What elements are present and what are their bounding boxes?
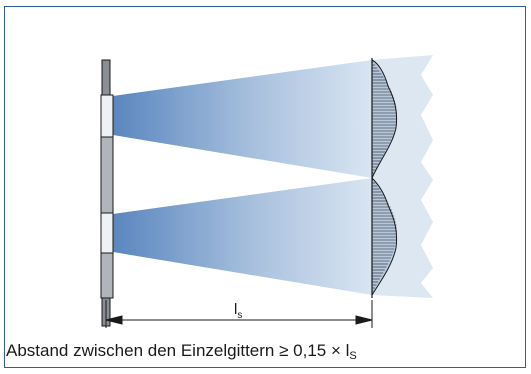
profile-hatching (372, 61, 397, 295)
caption-subscript: S (349, 350, 357, 362)
dimension-arrow-left (105, 315, 123, 325)
emitter-segment-3 (100, 212, 114, 254)
light-beam-upper (113, 60, 372, 178)
emitter-segment-2 (100, 136, 114, 214)
dimension-arrow-right (355, 315, 373, 325)
emitter-segment-4 (100, 252, 114, 299)
dimension-line (105, 300, 373, 328)
dimension-label: ls (234, 301, 242, 321)
figure-caption: Abstand zwischen den Einzelgittern ≥ 0,1… (6, 341, 357, 362)
light-beam-lower (113, 178, 372, 295)
figure-frame (4, 6, 526, 368)
emitter-post (100, 59, 114, 327)
emitter-segment-1 (100, 94, 114, 138)
caption-text: Abstand zwischen den Einzelgittern ≥ 0,1… (6, 341, 350, 360)
dimension-label-subscript: s (237, 310, 242, 321)
